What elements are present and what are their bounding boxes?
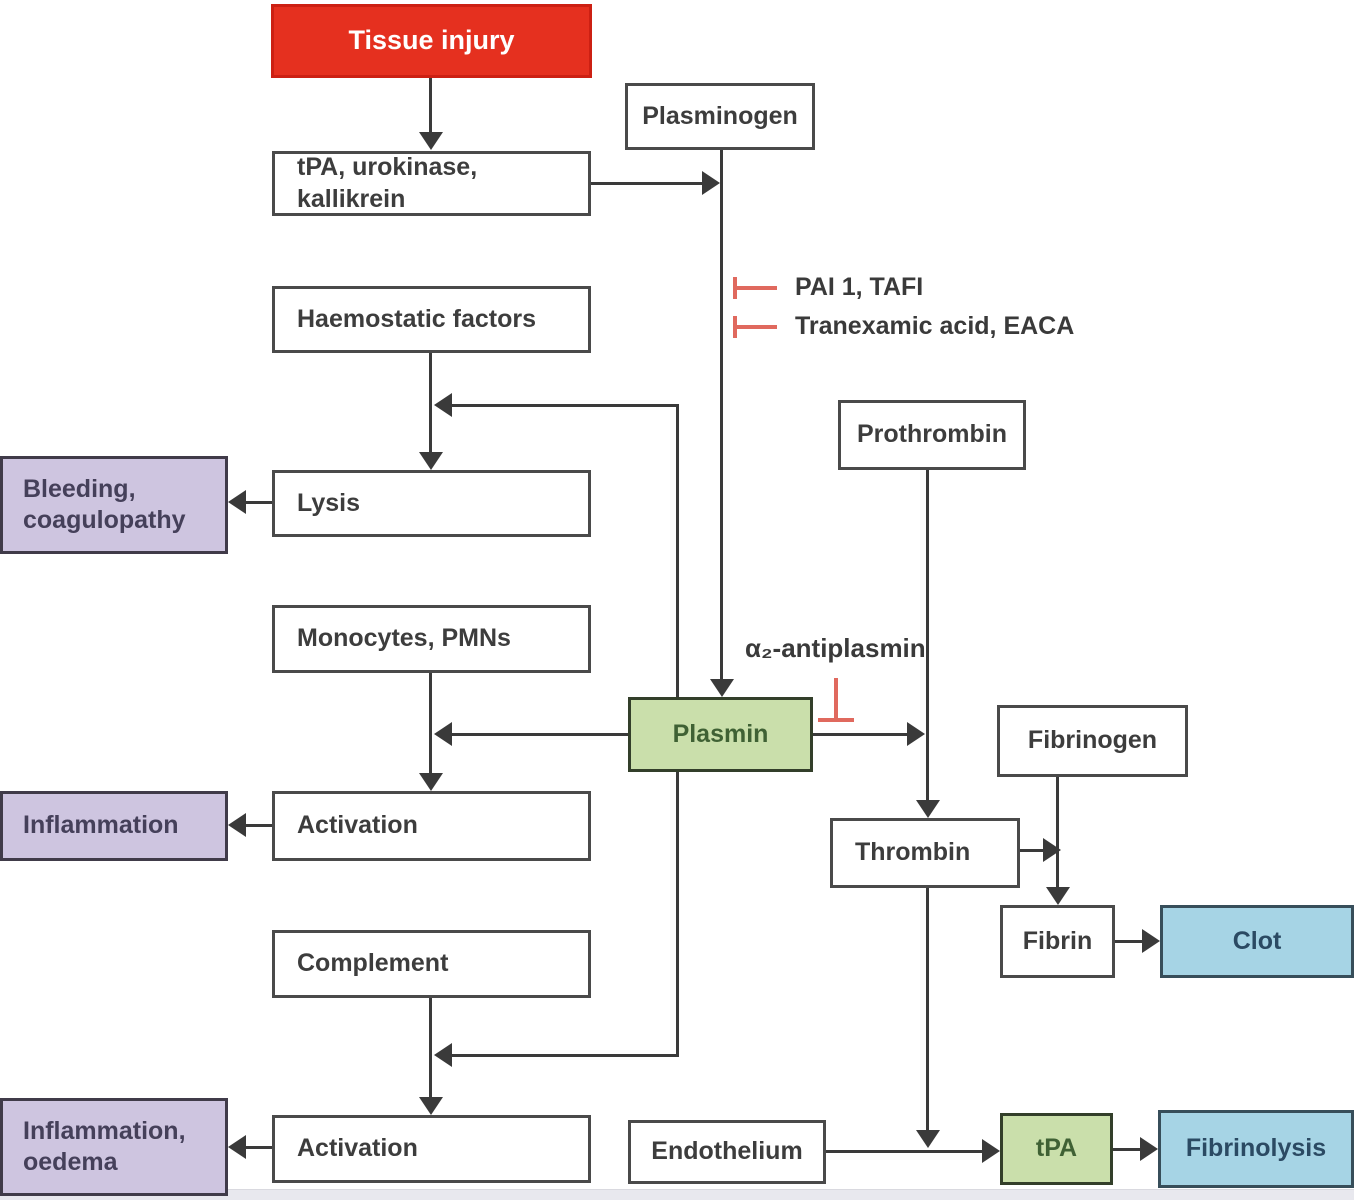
arrowhead-down-activation1 [419, 773, 443, 791]
node-endothelium: Endothelium [628, 1120, 826, 1184]
connector-thrombin-tpaline [926, 888, 929, 1131]
connector-fibrin-clot [1115, 940, 1143, 943]
connector-endothelium-tpa [826, 1150, 983, 1153]
arrowhead-left-inflammation [228, 813, 246, 837]
label-pai-tafi: PAI 1, TAFI [795, 273, 924, 301]
connector-plasmin-thrombinline [813, 733, 907, 736]
node-fibrinolysis: Fibrinolysis [1158, 1110, 1354, 1188]
arrowhead-right-tpa [982, 1139, 1000, 1163]
arrowhead-right-fibrinolysis [1140, 1137, 1158, 1161]
arrowhead-down-activation2 [419, 1097, 443, 1115]
node-tpa: tPA [1000, 1113, 1113, 1185]
connector-haemostatic-lysis [429, 353, 432, 453]
node-tissue-injury: Tissue injury [271, 4, 592, 78]
arrowhead-left-haemostatic [434, 393, 452, 417]
node-fibrinogen: Fibrinogen [997, 705, 1188, 777]
arrowhead-down-activators [419, 132, 443, 150]
connector-fibrinogen-fibrin [1056, 777, 1059, 888]
arrowhead-left-monocytes [434, 722, 452, 746]
node-lysis: Lysis [272, 470, 591, 537]
node-activation-complement: Activation [272, 1115, 591, 1183]
node-complement: Complement [272, 930, 591, 998]
arrowhead-left-oedema [228, 1135, 246, 1159]
arrowhead-down-fibrin [1046, 887, 1070, 905]
connector-activators-plasminogenline [591, 182, 702, 185]
connector-complement-activation [429, 998, 432, 1097]
connector-lysis-bleeding [245, 501, 272, 504]
arrowhead-right-thrombinline [907, 722, 925, 746]
connector-plasminogen-plasmin [720, 150, 723, 682]
node-bleeding-coagulopathy: Bleeding, coagulopathy [0, 456, 228, 554]
node-fibrin: Fibrin [1000, 905, 1115, 978]
connector-thrombin-fibrinline [1020, 849, 1043, 852]
connector-plasmin-monocytes [451, 733, 628, 736]
connector-monocytes-activation [429, 673, 432, 774]
node-activation-monocytes: Activation [272, 791, 591, 861]
connector-tpa-fibrinolysis [1113, 1148, 1141, 1151]
connector-activation2-oedema [245, 1146, 272, 1149]
node-plasmin: Plasmin [628, 697, 813, 772]
node-inflammation: Inflammation [0, 791, 228, 861]
footer-strip [0, 1189, 1354, 1200]
connector-plasmin-complement [451, 1054, 679, 1057]
arrowhead-left-complement [434, 1043, 452, 1067]
arrowhead-right-plasminogenline [702, 171, 720, 195]
arrowhead-down-lysis [419, 452, 443, 470]
inhibitor-tbar-tranexamic [733, 325, 777, 329]
node-prothrombin: Prothrombin [838, 400, 1026, 470]
inhibitor-tbar-antiplasmin-cap [818, 718, 854, 722]
arrowhead-down-plasmin [710, 679, 734, 697]
arrowhead-down-tpaline [916, 1130, 940, 1148]
connector-prothrombin-thrombin [926, 470, 929, 801]
arrowhead-left-bleeding [228, 490, 246, 514]
connector-plasmin-haemostatic [451, 404, 679, 407]
node-inflammation-oedema: Inflammation, oedema [0, 1098, 228, 1196]
connector-activation-inflammation [245, 824, 272, 827]
node-tpa-urokinase-kallikrein: tPA, urokinase, kallikrein [272, 151, 591, 216]
node-haemostatic-factors: Haemostatic factors [272, 286, 591, 353]
arrowhead-down-thrombin [916, 800, 940, 818]
inhibitor-tbar-pai [733, 286, 777, 290]
node-thrombin: Thrombin [830, 818, 1020, 888]
label-tranexamic-eaca: Tranexamic acid, EACA [795, 312, 1075, 340]
node-monocytes-pmns: Monocytes, PMNs [272, 605, 591, 673]
node-clot: Clot [1160, 905, 1354, 978]
node-plasminogen: Plasminogen [625, 83, 815, 150]
inhibitor-tbar-antiplasmin-stem [834, 678, 838, 720]
arrowhead-right-clot [1142, 929, 1160, 953]
label-alpha2-antiplasmin: α₂-antiplasmin [745, 633, 926, 663]
connector-tissueinjury-activators [429, 78, 432, 136]
